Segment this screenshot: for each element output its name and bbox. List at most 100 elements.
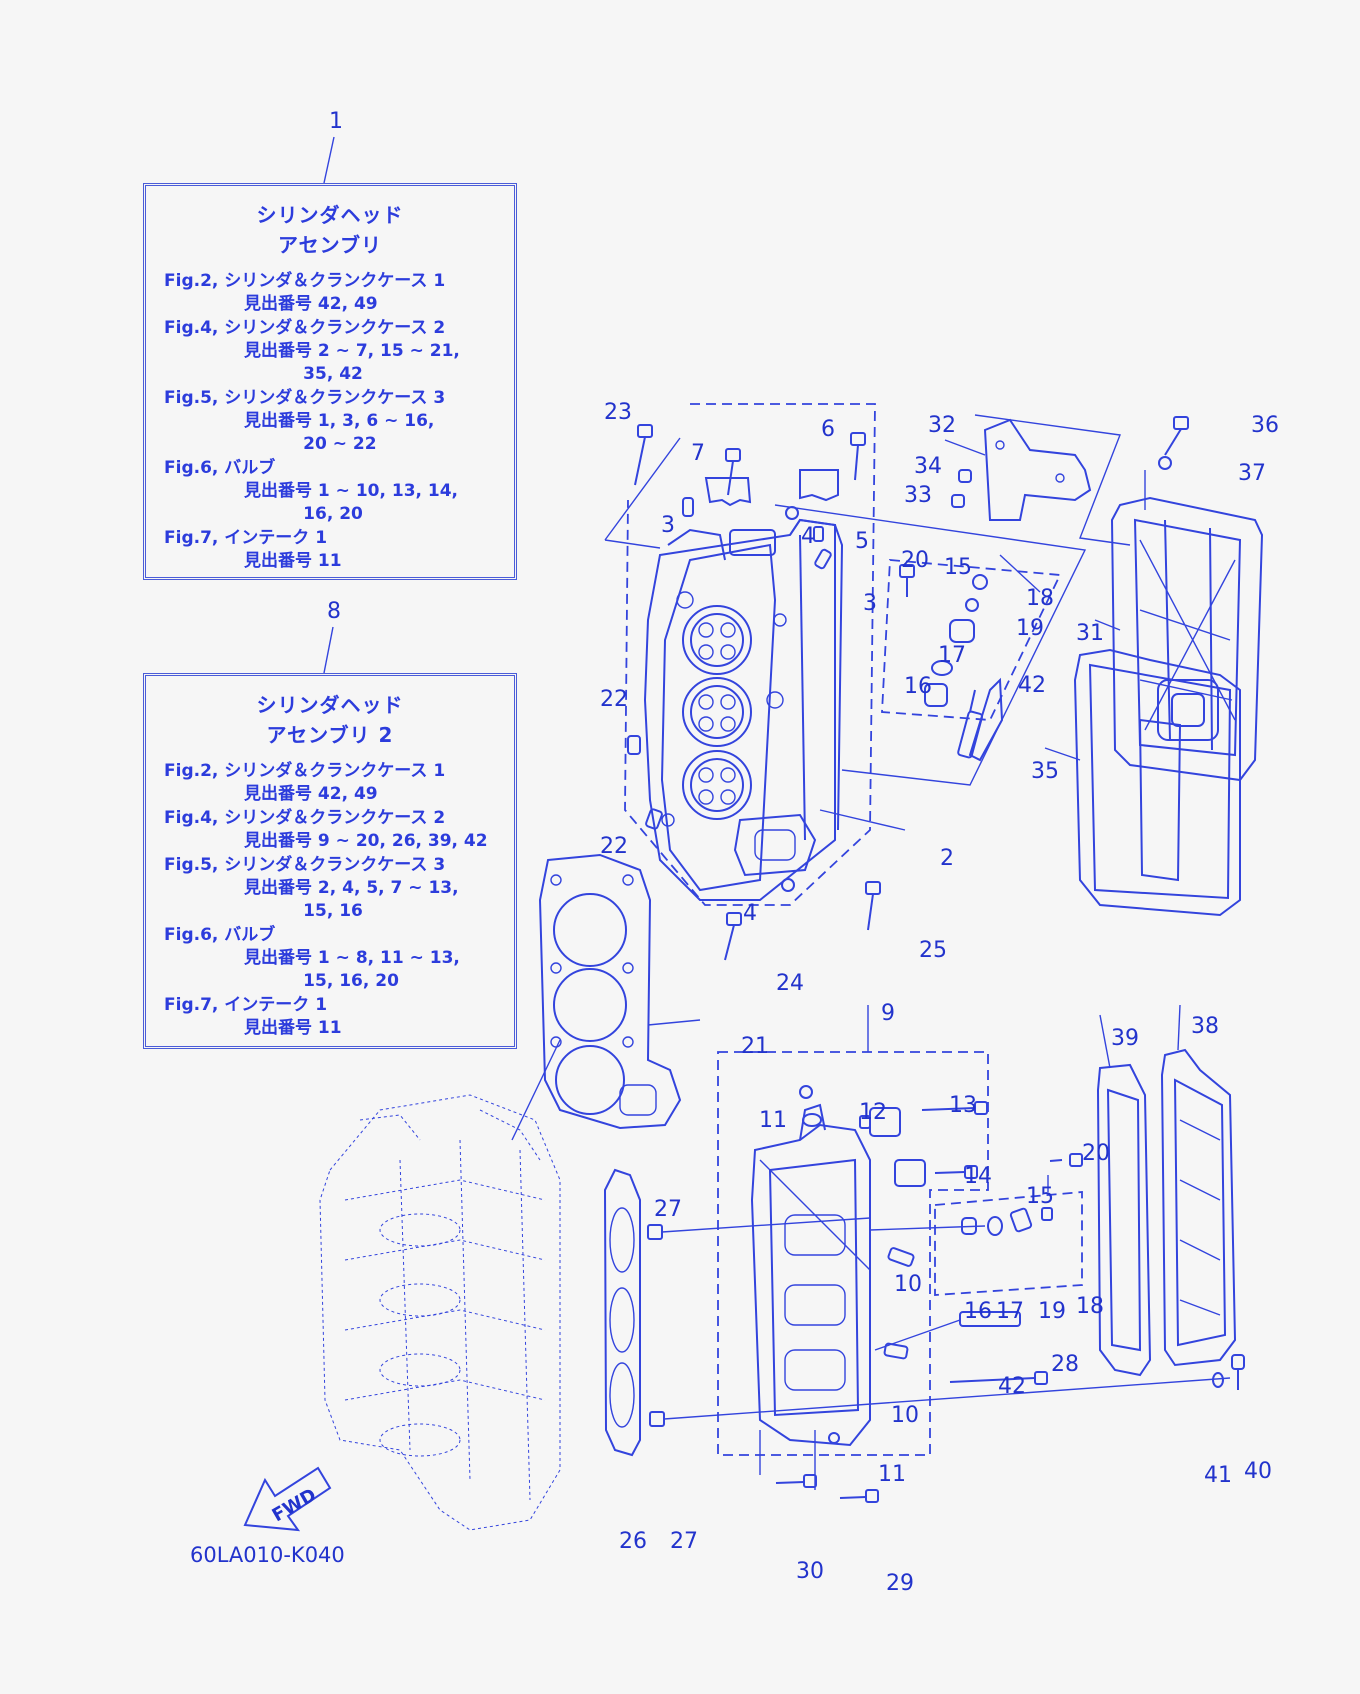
callout-19: 19 (1016, 616, 1044, 641)
callout-15: 15 (1026, 1184, 1054, 1209)
callout-6: 6 (821, 417, 835, 442)
callout-30: 30 (796, 1559, 824, 1584)
callout-5: 5 (855, 529, 869, 554)
valve-cover-parts (951, 414, 1264, 917)
callout-14: 14 (964, 1164, 992, 1189)
figure-reference-title: Fig.4, シリンダ＆クランクケース 2 (164, 808, 446, 828)
upper-head-group-box (624, 403, 876, 906)
callout-16: 16 (904, 674, 932, 699)
lower-head-group-box (717, 1051, 989, 1456)
callout-28: 28 (1051, 1352, 1079, 1377)
lower-cylinder-head (750, 1103, 926, 1447)
spark-plug-upper (957, 689, 984, 759)
figure-reference-title: Fig.7, インテーク 1 (164, 995, 328, 1015)
callout-12: 12 (859, 1100, 887, 1125)
panel-title-line2: アセンブリ (278, 233, 382, 257)
figure-reference-title: Fig.6, バルブ (164, 458, 276, 478)
figure-reference-items: 見出番号 1 ~ 10, 13, 14, (244, 481, 459, 501)
figure-reference-items: 見出番号 2, 4, 5, 7 ~ 13, (244, 878, 459, 898)
callout-38: 38 (1191, 1014, 1219, 1039)
leader-lines (604, 437, 681, 549)
figure-reference: Fig.4, シリンダ＆クランクケース 2 見出番号 9 ~ 20, 26, 39… (164, 807, 514, 853)
callout-37: 37 (1238, 461, 1266, 486)
callout-32: 32 (928, 413, 956, 438)
callout-22: 22 (600, 834, 628, 859)
callout-2: 2 (940, 846, 954, 871)
upper-cylinder-head (643, 469, 844, 901)
figure-reference-title: Fig.5, シリンダ＆クランクケース 3 (164, 855, 446, 875)
fwd-label: FWD (269, 1485, 320, 1527)
panel-title-line2: アセンブリ 2 (266, 723, 394, 747)
figure-reference-items: 見出番号 2 ~ 7, 15 ~ 21, (244, 341, 460, 361)
figure-reference: Fig.7, インテーク 1 見出番号 11 (164, 994, 514, 1040)
lower-head-gasket (603, 1168, 1231, 1457)
callout-17: 17 (996, 1299, 1024, 1324)
panel-2-index-label: 8 (327, 599, 341, 624)
callout-41: 41 (1204, 1463, 1232, 1488)
callout-39: 39 (1111, 1026, 1139, 1051)
fwd-arrow-icon: FWD (243, 1466, 332, 1532)
figure-reference-title: Fig.2, シリンダ＆クランクケース 1 (164, 761, 446, 781)
callout-26: 26 (619, 1529, 647, 1554)
callout-17: 17 (938, 643, 966, 668)
figure-reference-items: 35, 42 (244, 364, 363, 384)
callout-11: 11 (759, 1108, 787, 1133)
callout-35: 35 (1031, 759, 1059, 784)
callout-3: 3 (863, 591, 877, 616)
callout-7: 7 (691, 441, 705, 466)
panel-title-line1: シリンダヘッド (256, 693, 404, 717)
figure-reference-items: 見出番号 11 (244, 551, 342, 571)
callout-27: 27 (670, 1529, 698, 1554)
callout-34: 34 (914, 454, 942, 479)
callout-19: 19 (1038, 1299, 1066, 1324)
figure-reference-items: 15, 16, 20 (244, 971, 399, 991)
reference-panel-2: シリンダヘッド アセンブリ 2 Fig.2, シリンダ＆クランクケース 1 見出番… (143, 673, 517, 1049)
callout-27: 27 (654, 1197, 682, 1222)
callout-11: 11 (878, 1462, 906, 1487)
callout-10: 10 (891, 1403, 919, 1428)
figure-reference-items: 15, 16 (244, 901, 363, 921)
upper-fasteners (627, 424, 881, 961)
callout-18: 18 (1076, 1294, 1104, 1319)
figure-reference-items: 見出番号 11 (244, 1018, 342, 1038)
figure-reference-items: 16, 20 (244, 504, 363, 524)
callout-15: 15 (944, 555, 972, 580)
callout-33: 33 (904, 483, 932, 508)
callout-23: 23 (604, 400, 632, 425)
callout-29: 29 (886, 1571, 914, 1596)
figure-reference-items: 見出番号 9 ~ 20, 26, 39, 42 (244, 831, 488, 851)
panel-title-line1: シリンダヘッド (256, 203, 404, 227)
callout-24: 24 (776, 971, 804, 996)
figure-reference-title: Fig.2, シリンダ＆クランクケース 1 (164, 271, 446, 291)
drawing-code: 60LA010-K040 (190, 1543, 345, 1567)
head-outline-box (774, 504, 1087, 786)
callout-4: 4 (801, 524, 815, 549)
callout-42: 42 (1018, 673, 1046, 698)
callout-9: 9 (881, 1001, 895, 1026)
callout-31: 31 (1076, 621, 1104, 646)
callout-22: 22 (600, 687, 628, 712)
head-gasket (538, 853, 682, 1130)
lower-valve-cover-parts (1096, 1004, 1237, 1377)
figure-reference-title: Fig.7, インテーク 1 (164, 528, 328, 548)
panel-1-index-label: 1 (329, 109, 343, 134)
callout-21: 21 (741, 1034, 769, 1059)
thermostat-group-box (881, 559, 1062, 721)
callout-20: 20 (901, 548, 929, 573)
lower-thermostat-group-box (934, 1191, 1083, 1296)
figure-reference-title: Fig.5, シリンダ＆クランクケース 3 (164, 388, 446, 408)
figure-reference: Fig.6, バルブ見出番号 1 ~ 10, 13, 14, 16, 20 (164, 457, 514, 526)
callout-36: 36 (1251, 413, 1279, 438)
panel-2-leader (323, 626, 334, 674)
reference-list: Fig.2, シリンダ＆クランクケース 1 見出番号 42, 49 Fig.4, シ… (164, 760, 514, 1040)
thermostat-parts (899, 564, 1004, 762)
figure-reference-title: Fig.6, バルブ (164, 925, 276, 945)
figure-reference-items: 見出番号 42, 49 (244, 784, 378, 804)
callout-10: 10 (894, 1272, 922, 1297)
